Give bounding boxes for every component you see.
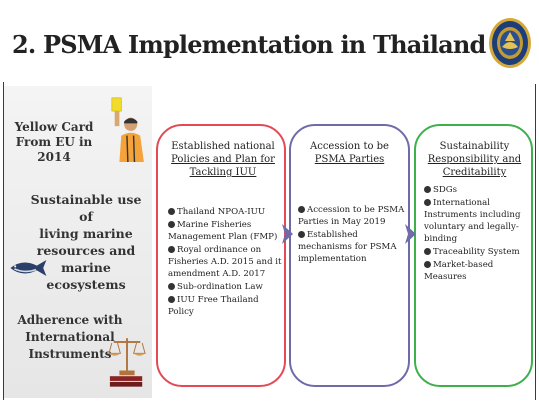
bullet-text: Established mechanisms for PSMA implemen… — [298, 230, 397, 264]
bullet-text: Royal ordinance on Fisheries A.D. 2015 a… — [168, 245, 282, 279]
bullet-item: Sub-ordination Law — [168, 281, 286, 293]
card-title-line: Tackling IUU — [189, 167, 257, 178]
card-title-line: Established national — [171, 141, 275, 152]
tuna-fish-icon — [10, 260, 47, 276]
bullet-text: Accession to be PSMA Parties in May 2019 — [298, 205, 405, 227]
bullet-item: Accession to be PSMA Parties in May 2019 — [298, 204, 406, 228]
card-title-line: PSMA Parties — [314, 154, 385, 165]
bullet-text: Marine Fisheries Management Plan (FMP) — [168, 220, 278, 242]
bullet-dot-icon — [298, 231, 305, 238]
bullet-text: SDGs — [433, 185, 458, 195]
psma-accession-card: Accession to be PSMA Parties Accession t… — [289, 124, 410, 387]
bullet-text: International Instruments including volu… — [424, 198, 521, 244]
national-policies-bullet-list: Thailand NPOA-IUU Marine Fisheries Manag… — [168, 206, 286, 319]
bullet-item: Royal ordinance on Fisheries A.D. 2015 a… — [168, 244, 286, 280]
card-title-line: Policies and Plan for — [171, 154, 275, 165]
bullet-item: IUU Free Thailand Policy — [168, 294, 286, 318]
sustainability-card: Sustainability Responsibility and Credit… — [414, 124, 533, 387]
card-title-line: Sustainability — [439, 141, 510, 152]
adherence-line: Instruments — [28, 347, 112, 361]
sustainable-use-line: Sustainable use of — [30, 192, 142, 224]
card-title-line: Responsibility and — [427, 154, 522, 165]
sustainable-use-line: living marine — [39, 226, 133, 241]
bullet-dot-icon — [168, 296, 175, 303]
bullet-item: Marine Fisheries Management Plan (FMP) — [168, 219, 286, 243]
bullet-item: Market-based Measures — [424, 259, 532, 283]
chevron-right-icon — [282, 224, 293, 244]
slide-left-border — [3, 82, 4, 400]
sustainability-bullet-list: SDGs International Instruments including… — [424, 184, 532, 284]
bullet-dot-icon — [424, 261, 431, 268]
sustainable-use-line: marine ecosystems — [46, 260, 126, 292]
yellow-card-label: Yellow Card From EU in 2014 — [12, 120, 96, 165]
psma-accession-card-title: Accession to be PSMA Parties — [293, 140, 406, 166]
national-policies-card-title: Established national Policies and Plan f… — [162, 140, 284, 179]
slide-right-border — [535, 84, 536, 400]
bullet-text: Sub-ordination Law — [177, 282, 263, 292]
scales-of-justice-icon — [108, 338, 146, 387]
bullet-dot-icon — [168, 208, 175, 215]
bullet-dot-icon — [424, 248, 431, 255]
psma-accession-bullet-list: Accession to be PSMA Parties in May 2019… — [298, 204, 406, 266]
bullet-item: Thailand NPOA-IUU — [168, 206, 286, 218]
yellow-card-line: From EU in 2014 — [15, 135, 93, 164]
slide-title: 2. PSMA Implementation in Thailand — [12, 30, 486, 59]
chevron-right-icon — [405, 224, 416, 244]
sustainability-card-title: Sustainability Responsibility and Credit… — [418, 140, 531, 179]
bullet-text: Market-based Measures — [424, 260, 494, 282]
department-seal-icon — [489, 18, 531, 68]
sustainable-use-label: Sustainable use of living marine resourc… — [24, 191, 148, 293]
bullet-text: IUU Free Thailand Policy — [168, 295, 259, 317]
card-title-line: Creditability — [442, 167, 507, 178]
left-panel: Yellow Card From EU in 2014 Sustainable … — [4, 86, 152, 398]
bullet-dot-icon — [168, 283, 175, 290]
yellow-card-line: Yellow Card — [14, 120, 94, 134]
adherence-line: International — [25, 330, 115, 344]
bullet-item: International Instruments including volu… — [424, 197, 532, 245]
referee-yellow-card-icon — [111, 97, 144, 162]
bullet-dot-icon — [424, 199, 431, 206]
bullet-item: Established mechanisms for PSMA implemen… — [298, 229, 406, 265]
bullet-dot-icon — [168, 221, 175, 228]
bullet-dot-icon — [298, 206, 305, 213]
national-policies-card: Established national Policies and Plan f… — [156, 124, 286, 387]
adherence-label: Adherence with International Instruments — [16, 312, 124, 363]
bullet-dot-icon — [168, 246, 175, 253]
bullet-item: SDGs — [424, 184, 532, 196]
bullet-item: Traceability System — [424, 246, 532, 258]
bullet-text: Thailand NPOA-IUU — [177, 207, 266, 217]
sustainable-use-line: resources and — [36, 243, 136, 258]
card-title-line: Accession to be — [310, 141, 389, 152]
adherence-line: Adherence with — [17, 313, 123, 327]
bullet-dot-icon — [424, 186, 431, 193]
bullet-text: Traceability System — [433, 247, 520, 257]
